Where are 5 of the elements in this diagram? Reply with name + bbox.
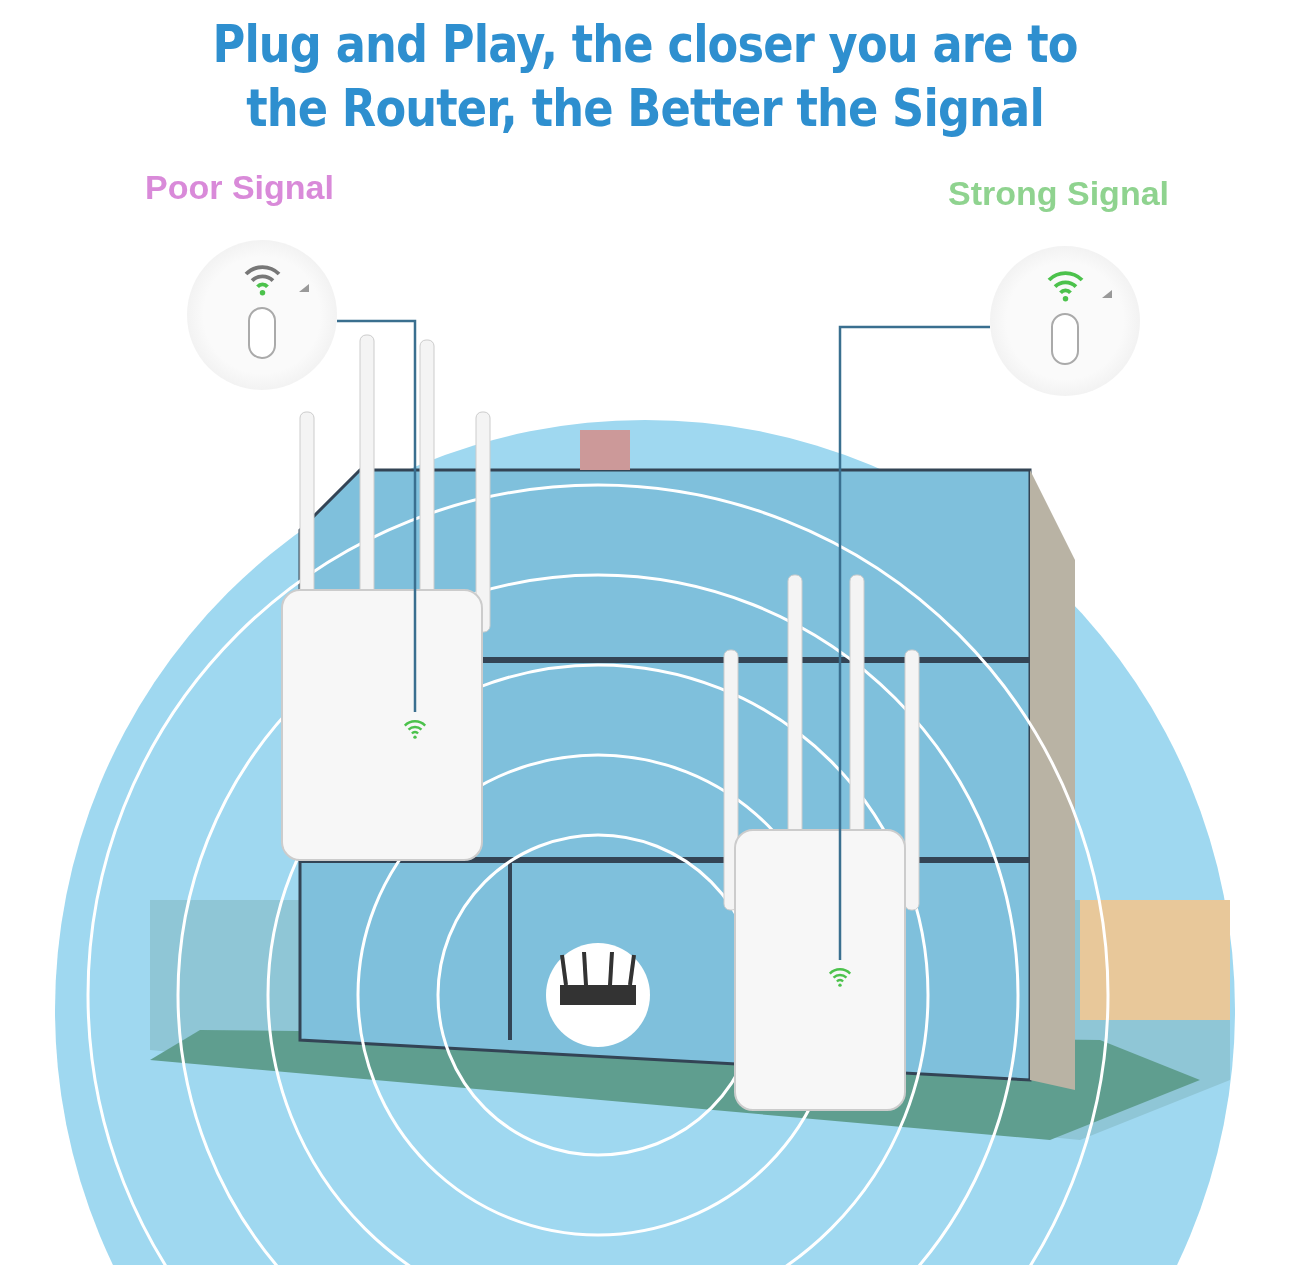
title: Plug and Play, the closer you are to the Router, the Better the Signal xyxy=(211,13,1079,140)
leader-line xyxy=(337,319,417,712)
signal-label: Strong Signal xyxy=(948,174,1169,213)
signal-label: Poor Signal xyxy=(145,168,334,207)
leader-line xyxy=(838,325,990,960)
